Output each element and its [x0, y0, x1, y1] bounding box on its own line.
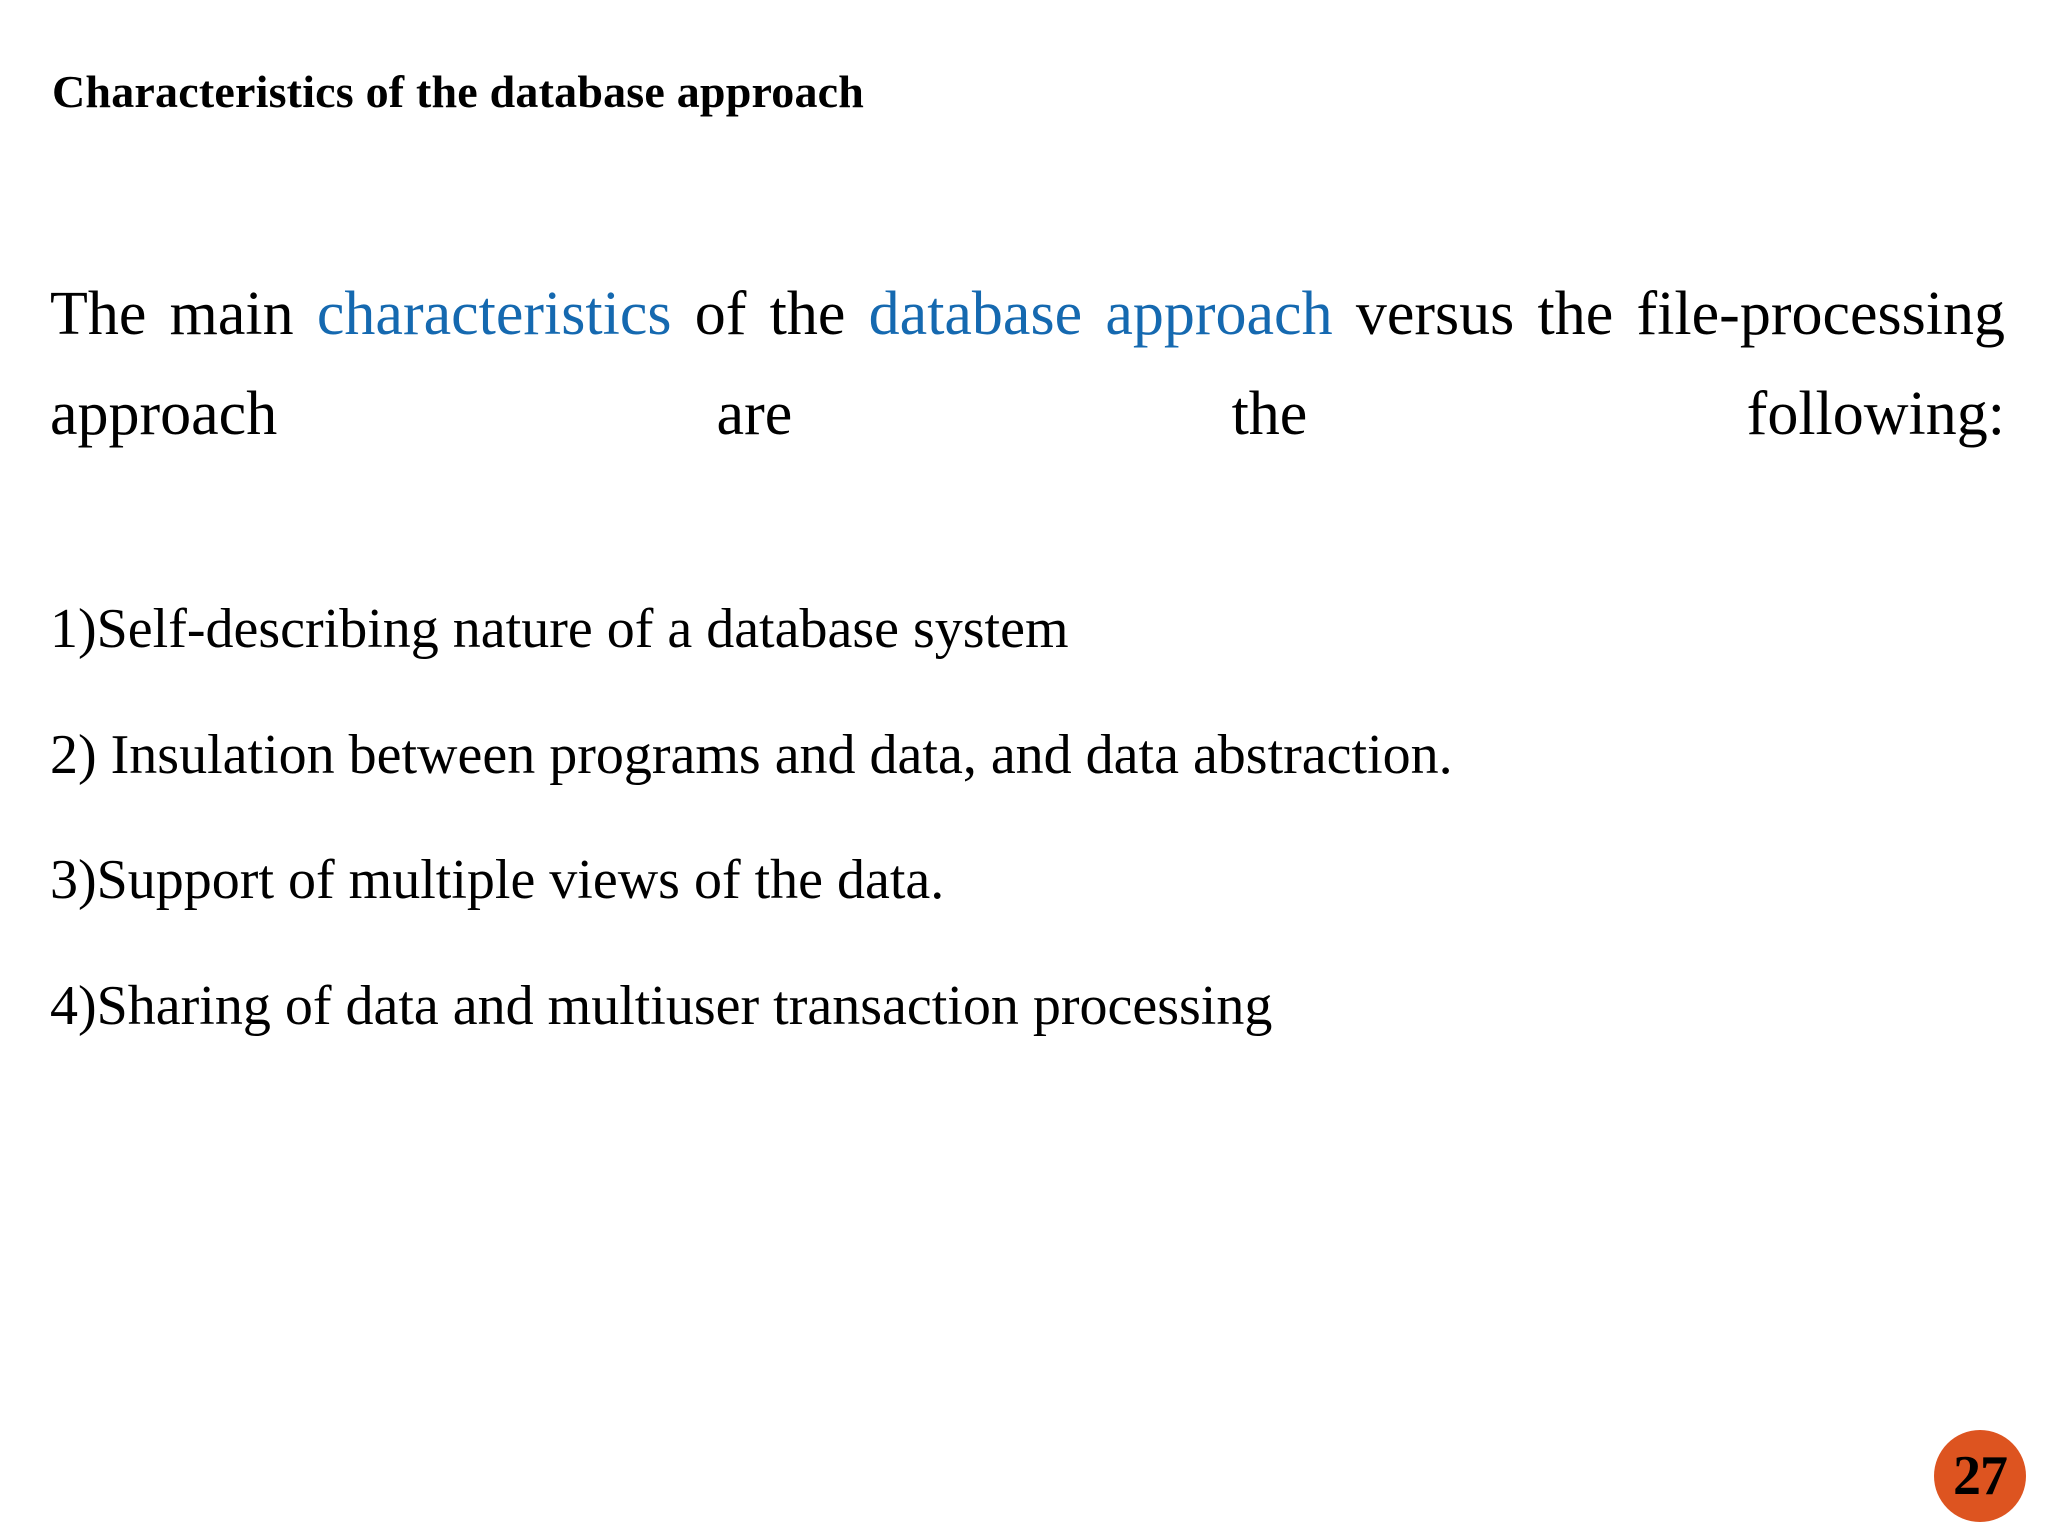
list-item: 2) Insulation between programs and data,…	[50, 723, 1453, 786]
list-item: 4)Sharing of data and multiuser transact…	[50, 974, 1273, 1037]
lead-paragraph: The main characteristics of the database…	[50, 264, 2005, 565]
page-number-badge: 27	[1934, 1430, 2026, 1522]
lead-paragraph-segment-3: versus the file-processing approach are …	[50, 280, 2005, 449]
page-number-value: 27	[1953, 1445, 2008, 1507]
lead-paragraph-highlight-characteristics: characteristics	[316, 280, 672, 348]
page-title: Characteristics of the database approach	[52, 66, 865, 117]
list-item: 3)Support of multiple views of the data.	[50, 849, 945, 912]
list-item: 1)Self-describing nature of a database s…	[50, 598, 1069, 661]
slide-body: The main characteristics of the database…	[50, 264, 2005, 1041]
lead-paragraph-highlight-database-approach: database approach	[868, 280, 1333, 348]
lead-paragraph-segment-1: The main	[50, 280, 317, 348]
lead-paragraph-segment-2: of the	[671, 280, 869, 348]
characteristics-list: 1)Self-describing nature of a database s…	[50, 595, 2005, 1041]
